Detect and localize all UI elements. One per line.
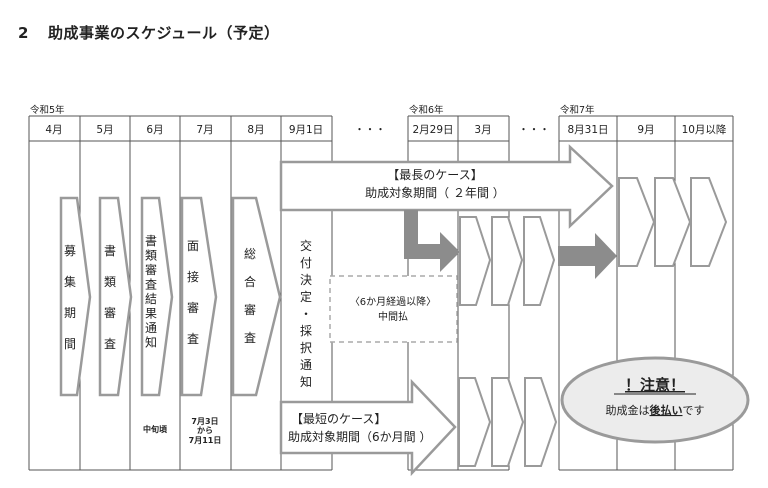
column-header: 4月 xyxy=(45,124,62,136)
interim-payment-box xyxy=(329,275,458,343)
column-header: 2月29日 xyxy=(412,124,453,136)
notice-text-emphasis: 後払い xyxy=(650,403,683,417)
interim-payment-note: 〈6か月経過以降〉 xyxy=(350,295,436,308)
overall-review-label-char: 査 xyxy=(244,331,256,345)
chevron-short-payment xyxy=(524,377,558,467)
notice-text-after: です xyxy=(683,404,705,417)
column-header: 5月 xyxy=(96,124,113,136)
document-result-label-char: 査 xyxy=(145,278,157,292)
grant-decision-label-char: ・ xyxy=(300,307,312,321)
chevron-final-payment xyxy=(690,177,728,267)
grant-decision-label-char: 知 xyxy=(300,375,312,389)
overall-review-label-char: 合 xyxy=(244,274,256,289)
document-review-label-char: 審 xyxy=(104,305,116,320)
recruitment-label-char: 集 xyxy=(64,274,76,289)
page-title: 2 助成事業のスケジュール（予定） xyxy=(18,22,279,43)
recruitment-label-char: 期 xyxy=(64,306,76,320)
chevron-interim-payment xyxy=(523,216,556,306)
notice-heading: ！注意！ xyxy=(625,376,685,394)
grant-decision-label-char: 択 xyxy=(300,341,312,355)
chevron-document-review xyxy=(98,196,133,397)
grant-decision-label-char: 交 xyxy=(300,238,312,253)
document-review-label-char: 書 xyxy=(104,244,116,258)
overall-review-label-char: 審 xyxy=(244,302,256,317)
grant-decision-label-char: 付 xyxy=(300,256,312,270)
interview-label-char: 面 xyxy=(187,239,199,253)
shortest-case-label: 【最短のケース】 xyxy=(291,412,386,426)
chevron-interview xyxy=(180,196,218,397)
july-note-line1: 7月3日 xyxy=(191,417,218,426)
era-label: 令和6年 xyxy=(409,104,444,116)
longest-case-label: 【最長のケース】 xyxy=(387,168,482,182)
interim-payment-label: 中間払 xyxy=(378,310,408,323)
column-header: 9月 xyxy=(637,124,654,136)
interview-label-char: 接 xyxy=(187,269,199,284)
shortest-case-arrow xyxy=(279,378,457,477)
column-header: 9月1日 xyxy=(289,124,323,136)
document-review-label-char: 査 xyxy=(104,337,116,351)
shortest-case-period: 助成対象期間（6か月間 ） xyxy=(288,430,431,444)
notice-text: 助成金は後払いです xyxy=(606,403,705,417)
document-result-label-char: 審 xyxy=(145,262,157,277)
document-result-label-char: 結 xyxy=(145,292,157,306)
june-note: 中旬頃 xyxy=(143,424,168,434)
overall-review-label-char: 総 xyxy=(244,247,256,261)
july-note-line3: 7月11日 xyxy=(189,436,222,445)
grant-decision-label-char: 採 xyxy=(300,324,312,338)
chevron-interim-inspection xyxy=(491,216,524,306)
interview-label-char: 査 xyxy=(187,332,199,346)
column-header-ellipsis: ・・・ xyxy=(518,124,550,136)
longest-case-arrow xyxy=(279,144,614,229)
column-header-ellipsis: ・・・ xyxy=(354,124,386,136)
chevron-final-report xyxy=(618,177,656,267)
document-result-label-char: 書 xyxy=(145,234,157,248)
column-header: 7月 xyxy=(196,124,213,136)
column-header: 3月 xyxy=(474,124,491,136)
column-header: 10月以降 xyxy=(682,123,727,136)
recruitment-label-char: 間 xyxy=(64,337,76,351)
interim-gray-arrow xyxy=(404,210,460,272)
section-title: 助成事業のスケジュール（予定） xyxy=(48,24,280,42)
document-review-label-char: 類 xyxy=(104,275,116,289)
chevron-overall-review xyxy=(231,196,282,397)
section-number: 2 xyxy=(18,24,29,42)
chevron-document-result xyxy=(140,196,174,397)
longest-case-period: 助成対象期間（ ２年間 ） xyxy=(365,186,505,200)
notice-text-before: 助成金は xyxy=(606,403,650,417)
grant-decision-label-char: 決 xyxy=(300,273,312,287)
era-label: 令和5年 xyxy=(30,104,65,116)
document-result-label-char: 果 xyxy=(145,307,157,321)
document-result-label-char: 知 xyxy=(145,336,157,350)
era-label: 令和7年 xyxy=(560,104,595,116)
recruitment-label-char: 募 xyxy=(64,244,76,258)
column-header: 8月31日 xyxy=(567,124,608,136)
july-note-line2: から xyxy=(197,426,213,435)
chevron-short-report xyxy=(458,377,492,467)
column-header: 6月 xyxy=(146,124,163,136)
chevron-final-inspection xyxy=(654,177,692,267)
document-result-label-char: 類 xyxy=(145,249,157,263)
interview-label-char: 審 xyxy=(187,300,199,315)
chevron-recruitment xyxy=(59,196,92,397)
column-header: 8月 xyxy=(247,124,264,136)
notice-ellipse xyxy=(560,356,750,444)
final-gray-arrow xyxy=(558,233,617,279)
grant-decision-label-char: 通 xyxy=(300,358,312,372)
chevron-short-inspection xyxy=(491,377,525,467)
chevron-interim-report xyxy=(459,216,492,306)
grant-decision-label-char: 定 xyxy=(300,289,312,304)
document-result-label-char: 通 xyxy=(145,321,157,335)
